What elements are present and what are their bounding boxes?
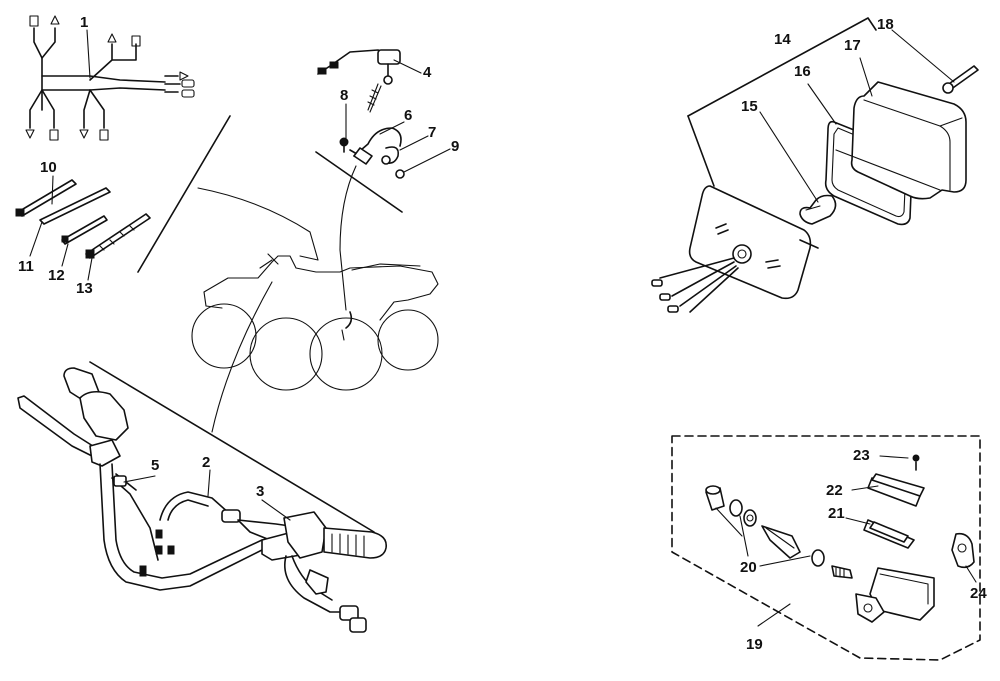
callout-6: 6 [404, 107, 413, 124]
callout-22: 22 [826, 482, 843, 499]
leader-harness [137, 115, 231, 273]
cable-ties [15, 179, 151, 259]
callout-7: 7 [428, 124, 437, 141]
callout-14: 14 [774, 31, 791, 48]
callout-3: 3 [256, 483, 265, 500]
callout-10: 10 [40, 159, 57, 176]
wiring-harness [25, 15, 195, 141]
callout-15: 15 [741, 98, 758, 115]
callout-12: 12 [48, 267, 65, 284]
callout-21: 21 [828, 505, 845, 522]
handlebar-assembly [17, 361, 388, 633]
leader-switch-atv [339, 165, 357, 311]
callout-20: 20 [740, 559, 757, 576]
callout-13: 13 [76, 280, 93, 297]
callout-2: 2 [202, 454, 211, 471]
leader-harness-atv [197, 187, 319, 261]
ignition-switch-parts [315, 49, 405, 213]
callout-17: 17 [844, 37, 861, 54]
callout-9: 9 [451, 138, 460, 155]
callout-18: 18 [877, 16, 894, 33]
callout-1: 1 [80, 14, 89, 31]
tail-light-assembly [651, 17, 979, 313]
callout-16: 16 [794, 63, 811, 80]
atv-silhouette [191, 253, 439, 391]
callout-19: 19 [746, 636, 763, 653]
leader-handlebar-atv [211, 281, 273, 433]
callout-leaders [29, 29, 977, 627]
callout-23: 23 [853, 447, 870, 464]
callout-24: 24 [970, 585, 987, 602]
callout-11: 11 [18, 258, 34, 275]
callout-5: 5 [151, 457, 160, 474]
callout-8: 8 [340, 87, 349, 104]
callout-4: 4 [423, 64, 432, 81]
master-cylinder-kit [671, 435, 981, 661]
